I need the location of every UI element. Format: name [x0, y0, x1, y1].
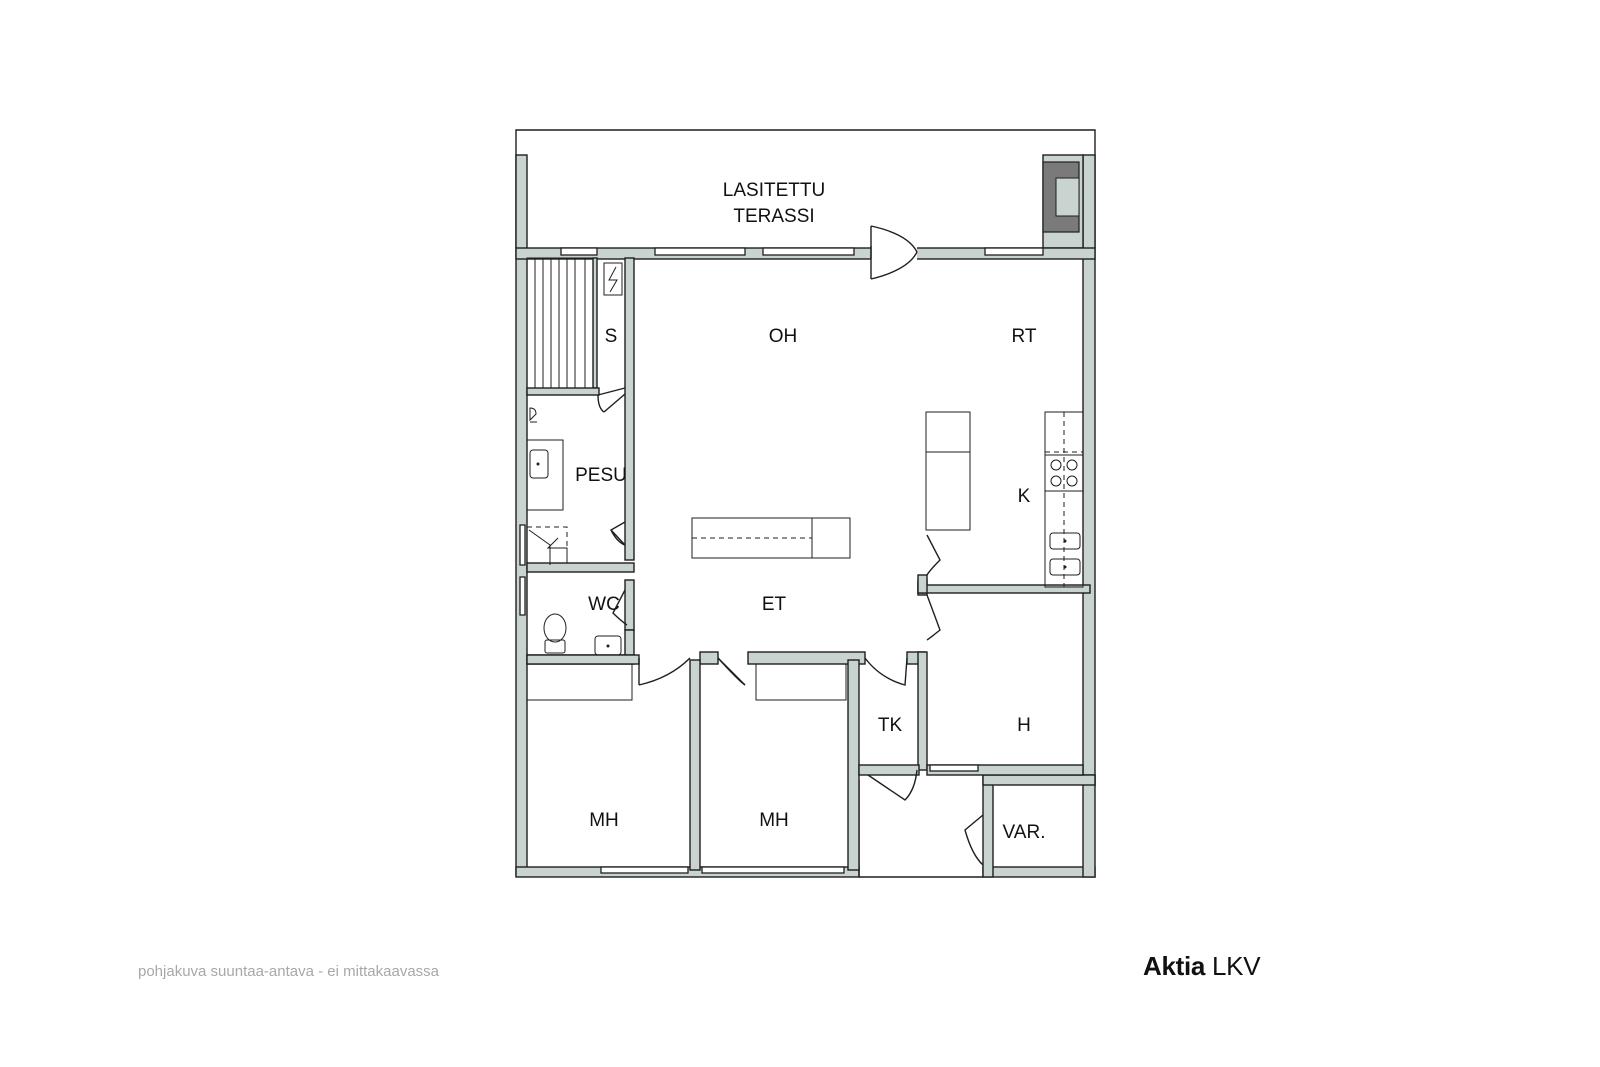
label-et: ET: [762, 594, 787, 615]
label-wc: WC: [588, 594, 620, 615]
shower-icon: [529, 407, 537, 423]
label-rt: RT: [1012, 326, 1037, 347]
disclaimer-caption: pohjakuva suuntaa-antava - ei mittakaava…: [138, 963, 440, 980]
table-icon: [691, 517, 851, 559]
sauna-door: [597, 387, 626, 413]
sauna-bench: [526, 257, 594, 389]
tk-door: [864, 657, 908, 686]
et-door: [926, 534, 941, 576]
label-h: H: [1017, 715, 1031, 736]
sauna-heater-icon: [603, 262, 623, 296]
brand-bold: Aktia: [1143, 951, 1206, 981]
label-pesu: PESU: [575, 465, 627, 486]
interior-walls: [526, 257, 1091, 871]
washer-icon: [526, 526, 568, 565]
label-var: VAR.: [1003, 822, 1046, 843]
kitchen-counter: [1044, 411, 1084, 588]
kitchen-sink-icon: [1049, 532, 1081, 576]
pesu-door: [610, 521, 626, 546]
label-s: S: [605, 326, 618, 347]
label-mh-1: MH: [589, 810, 619, 831]
label-terrace-1: LASITETTU: [723, 180, 825, 201]
wc-door: [612, 589, 628, 626]
terrace-details: [1042, 154, 1084, 249]
stove-icon: [1044, 454, 1084, 492]
washbasin-icon: [526, 439, 564, 511]
top-wall: [515, 246, 1096, 260]
h-door: [926, 594, 941, 641]
wardrobe-mh1: [526, 663, 633, 701]
label-k: K: [1018, 486, 1031, 507]
brand-regular: LKV: [1205, 951, 1261, 981]
label-terrace-2: TERASSI: [733, 206, 814, 227]
wc-sink-icon: [594, 635, 622, 656]
room-labels: LASITETTU TERASSI S OH RT PESU K WC ET T…: [575, 180, 1045, 843]
windows: [519, 524, 979, 874]
wardrobe-mh2: [755, 663, 847, 701]
mh2-door: [717, 657, 746, 686]
var-door: [964, 814, 984, 866]
tk-lower-door: [867, 769, 918, 801]
label-oh: OH: [769, 326, 798, 347]
sofa-icon: [925, 411, 971, 531]
brand-logo: Aktia LKV: [1143, 951, 1261, 982]
label-tk: TK: [878, 715, 903, 736]
label-mh-2: MH: [759, 810, 789, 831]
toilet-icon: [543, 613, 567, 654]
mh1-door: [638, 657, 691, 686]
terrace-door: [870, 225, 918, 280]
